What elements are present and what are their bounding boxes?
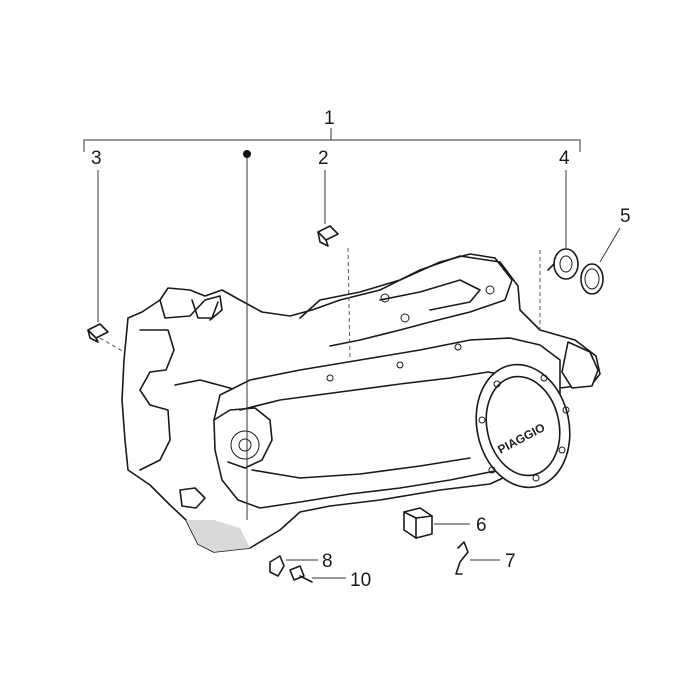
callout-2: 2: [318, 148, 329, 169]
callout-3: 3: [91, 148, 102, 169]
screw-10: [289, 565, 346, 583]
dowel-pin-2: [317, 170, 351, 361]
callout-bracket: [83, 128, 581, 152]
bracket-8: [269, 555, 318, 577]
callout-5: 5: [620, 206, 631, 227]
callout-4: 4: [559, 148, 570, 169]
callout-7: 7: [505, 551, 516, 572]
dowel-pin-3: [87, 170, 125, 353]
callout-1: 1: [324, 108, 335, 129]
rubber-block-6: [403, 507, 470, 539]
assembly-leader: [243, 150, 251, 520]
circlip-5: [580, 227, 621, 295]
callout-8: 8: [322, 551, 333, 572]
callout-10: 10: [350, 570, 371, 591]
wire-clip-7: [455, 541, 500, 575]
callout-6: 6: [476, 515, 487, 536]
crankcase-body: PIAGGIO: [121, 253, 601, 553]
oil-seal-4: [539, 170, 579, 330]
callout-labels: 1 2 3 4 5 6 7 8 10: [91, 108, 631, 591]
